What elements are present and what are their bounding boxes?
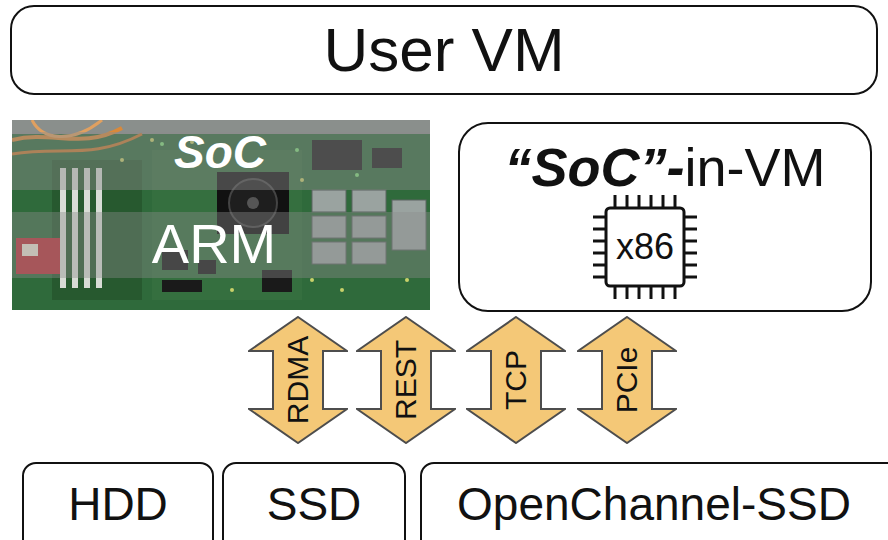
protocol-label: RDMA [283, 336, 313, 424]
box-label: SSD [267, 478, 362, 531]
protocol-label: PCIe [612, 347, 642, 414]
label-holder: ARM [152, 212, 276, 276]
box-label: HDD [68, 478, 168, 531]
x86-chip-icon: x86 [590, 192, 700, 302]
box-label: “SoC”- [505, 136, 685, 198]
soc-label: SoC [174, 126, 266, 178]
openchannel-ssd-box: OpenChannel-SSD [420, 462, 888, 540]
text-row: x86 [590, 192, 700, 302]
rest-arrow: REST [356, 316, 456, 444]
ssd-box: SSD [222, 462, 406, 540]
arm-label: ARM [152, 212, 276, 275]
text-row: User VM [12, 7, 876, 93]
user-vm-box: User VM [10, 5, 878, 95]
soc-board-photo: SoC ARM [12, 120, 430, 310]
soc-in-vm-box: “SoC”-in-VMx86 [458, 122, 872, 312]
rdma-arrow: RDMA [248, 316, 348, 444]
box-label: User VM [323, 14, 564, 85]
label-holder: RDMA [283, 336, 313, 424]
text-row: HDD [24, 478, 212, 531]
chip-label: x86 [616, 226, 674, 267]
text-row: “SoC”-in-VM [460, 136, 870, 198]
box-label: in-VM [684, 136, 825, 198]
text-row: OpenChannel-SSD [422, 478, 886, 531]
label-holder: PCIe [612, 347, 642, 414]
pcie-arrow: PCIe [577, 316, 677, 444]
label-holder: TCP [501, 350, 531, 410]
hdd-box: HDD [22, 462, 214, 540]
label-holder: REST [391, 340, 421, 420]
text-row: SSD [224, 478, 404, 531]
protocol-label: REST [391, 340, 421, 420]
box-label: OpenChannel-SSD [457, 478, 851, 531]
label-holder: SoC [174, 126, 266, 179]
protocol-label: TCP [501, 350, 531, 410]
tcp-arrow: TCP [466, 316, 566, 444]
